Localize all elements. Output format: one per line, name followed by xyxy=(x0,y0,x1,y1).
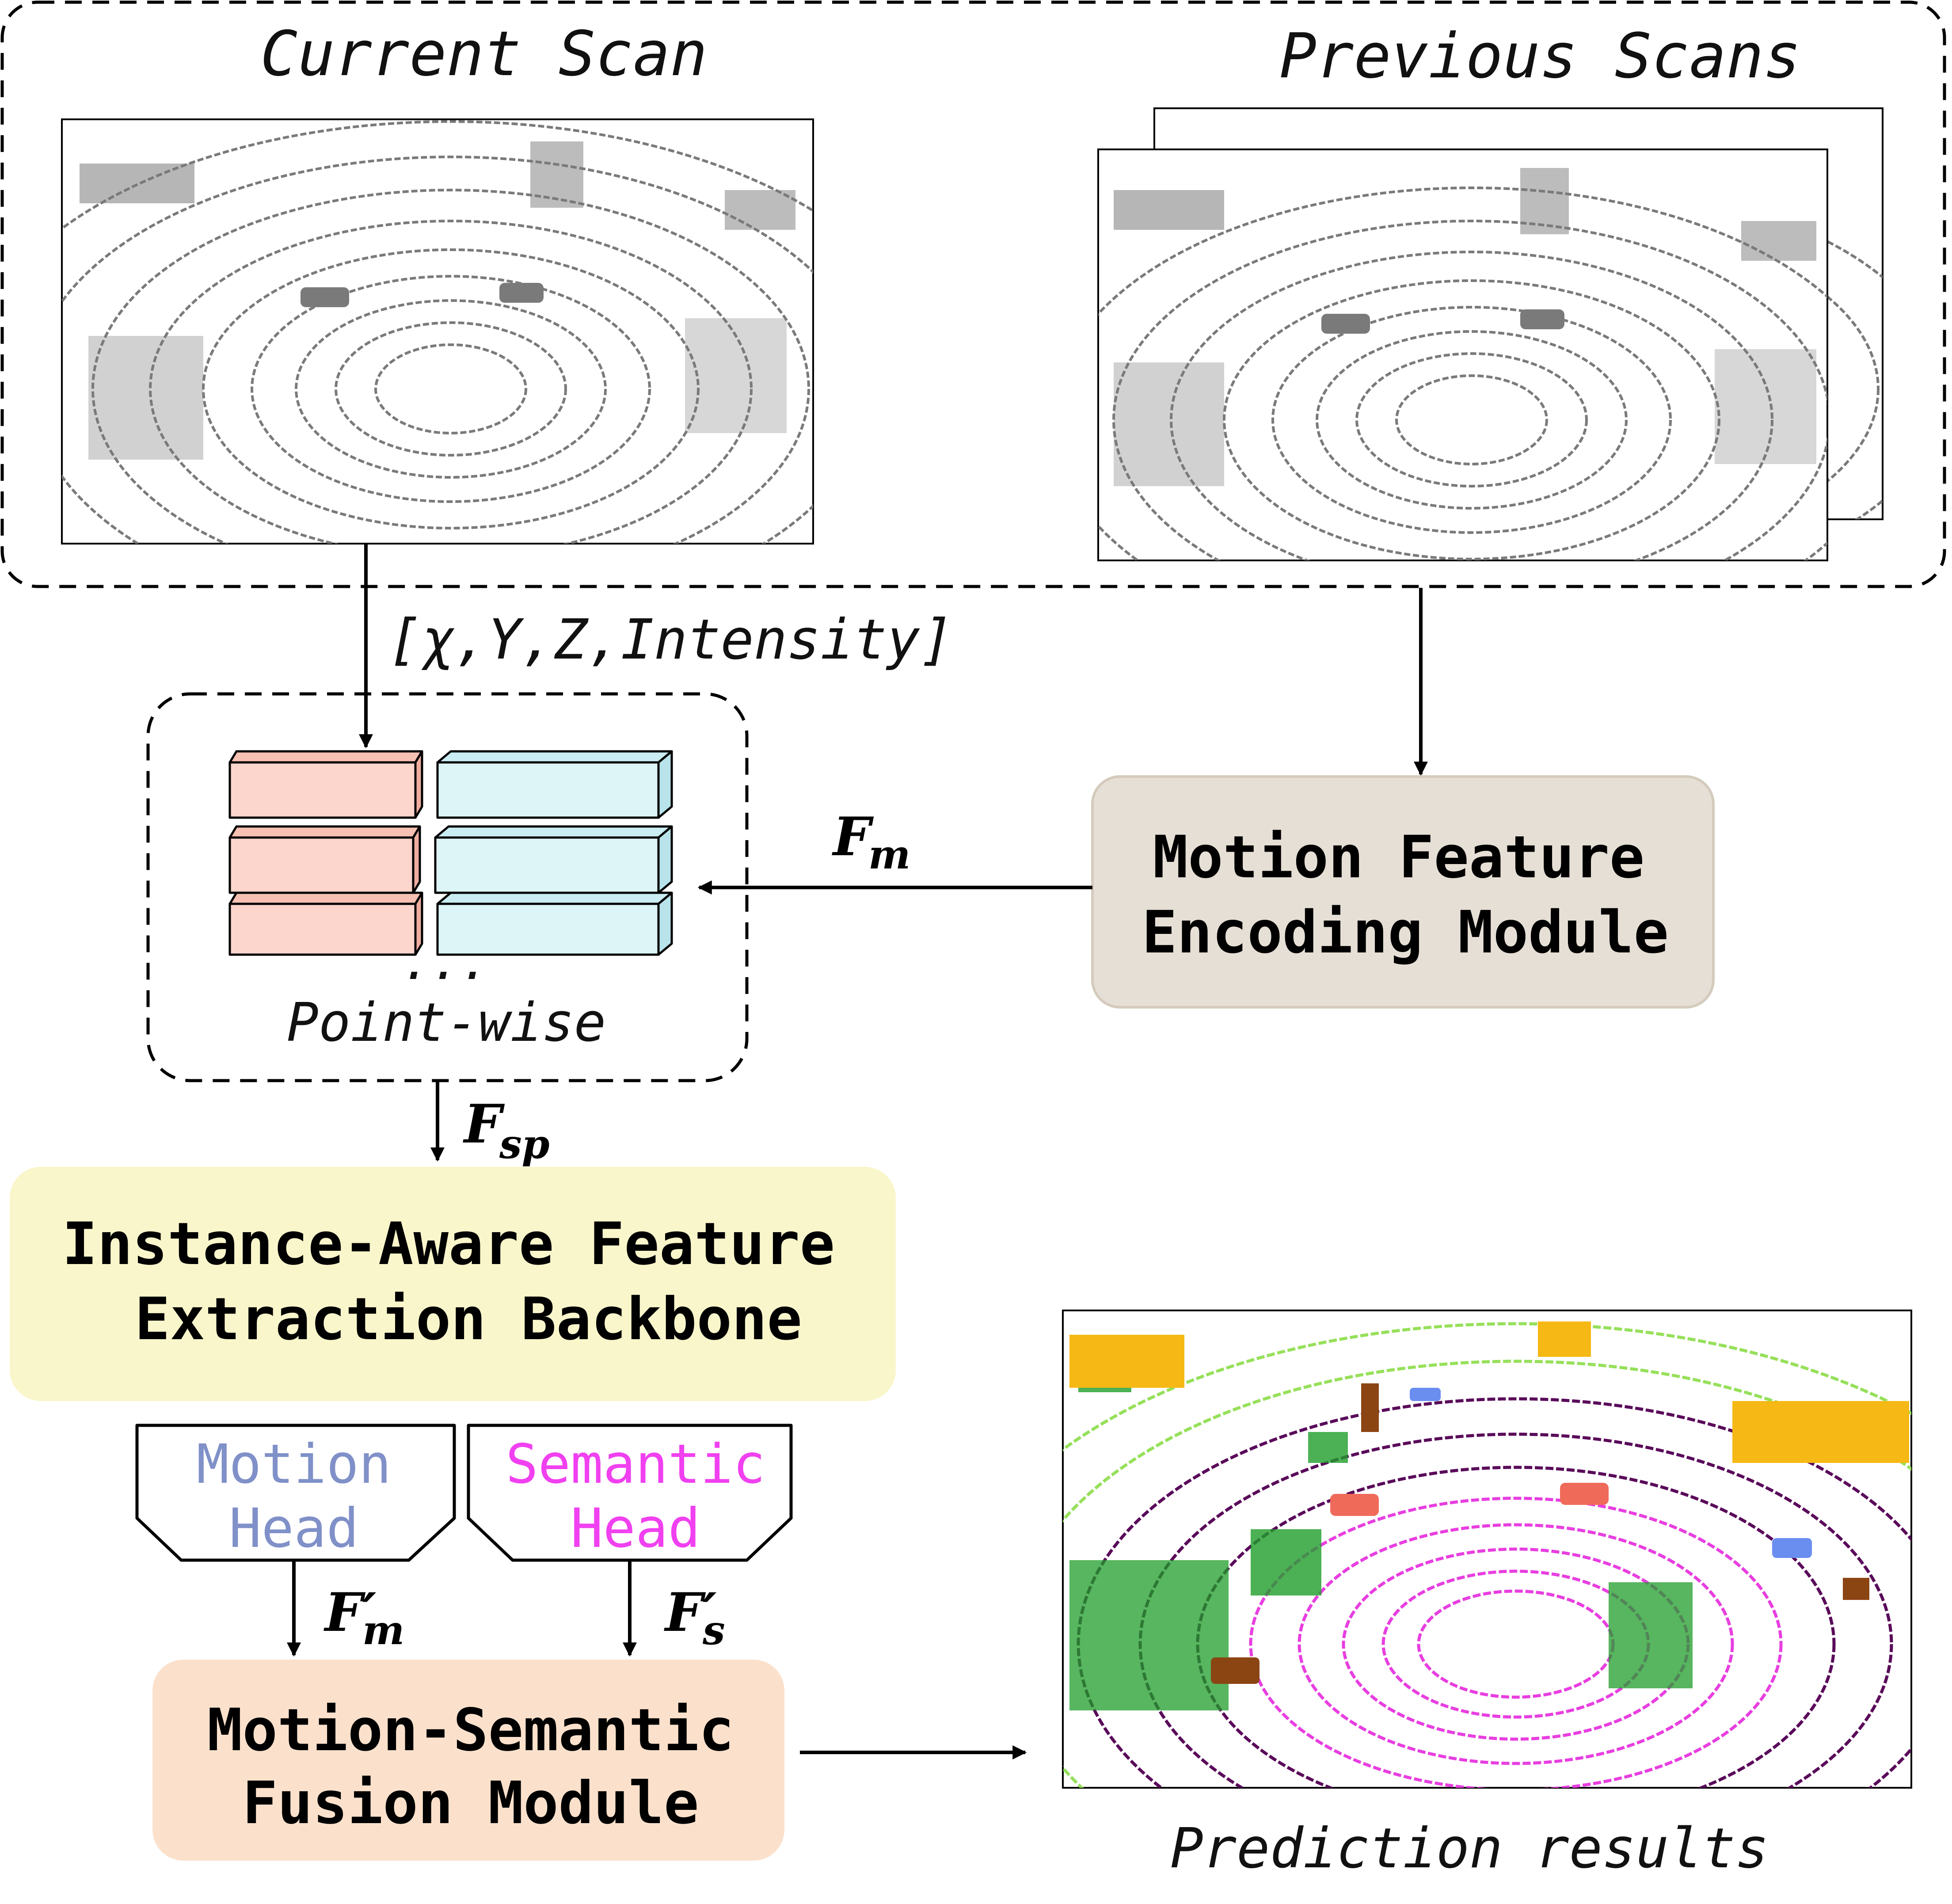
fusion-label-line2: Fusion Module xyxy=(242,1769,699,1837)
pointwise-label: Point-wise xyxy=(287,992,606,1054)
semantic-head-label-line2: Head xyxy=(571,1497,700,1560)
fm-prime-subscript: m xyxy=(362,1607,404,1654)
current-scan-image xyxy=(61,118,814,545)
motion-head-label-line2: Head xyxy=(229,1497,359,1560)
red-block-3 xyxy=(228,891,423,956)
previous-scan-image-front xyxy=(1097,149,1828,561)
fm-prime-symbol: F′ xyxy=(323,1581,377,1644)
motion-feature-encoding-module xyxy=(1091,775,1715,1009)
instance-aware-backbone xyxy=(10,1167,896,1401)
prediction-results-label: Prediction results xyxy=(1170,1816,1769,1881)
motion-encoding-label-line1: Motion Feature xyxy=(1153,823,1645,891)
motion-head xyxy=(135,1424,456,1562)
feature-label-fm-prime: F′ m xyxy=(323,1581,404,1654)
feature-label-fm: F m xyxy=(832,806,910,878)
fm-subscript: m xyxy=(868,831,910,878)
motion-semantic-fusion-module xyxy=(152,1660,784,1861)
pointwise-ellipsis: ... xyxy=(402,934,490,990)
fusion-label-line1: Motion-Semantic xyxy=(207,1696,734,1764)
motion-head-label-line1: Motion xyxy=(197,1433,392,1496)
semantic-head-label-line1: Semantic xyxy=(506,1433,765,1496)
pointwise-group xyxy=(146,692,749,1082)
current-scan-title: Current Scan xyxy=(260,18,707,90)
cyan-block-1 xyxy=(436,750,673,819)
fm-symbol: F xyxy=(832,806,874,868)
fsp-subscript: sp xyxy=(499,1121,550,1168)
fs-prime-symbol: F′ xyxy=(664,1581,717,1644)
backbone-label-line2: Extraction Backbone xyxy=(135,1285,802,1353)
feature-label-fs-prime: F′ s xyxy=(664,1581,725,1654)
motion-encoding-label-line2: Encoding Module xyxy=(1142,899,1669,967)
fsp-symbol: F xyxy=(463,1093,505,1155)
feature-label-fsp: F sp xyxy=(463,1093,550,1168)
fs-prime-subscript: s xyxy=(702,1607,725,1654)
input-features-label: [χ,Y,Z,Intensity] xyxy=(388,608,953,672)
prediction-result-image xyxy=(1062,1310,1912,1789)
previous-scans-title: Previous Scans xyxy=(1279,20,1801,92)
input-scans-group xyxy=(0,0,1946,588)
cyan-block-3 xyxy=(436,891,673,956)
semantic-head xyxy=(467,1424,793,1562)
cyan-block-2 xyxy=(434,825,673,894)
arrows xyxy=(287,545,1428,1759)
pointwise-feature-blocks xyxy=(228,750,673,956)
red-block-2 xyxy=(228,825,421,894)
backbone-label-line1: Instance-Aware Feature xyxy=(62,1210,835,1278)
red-block-1 xyxy=(228,750,423,819)
